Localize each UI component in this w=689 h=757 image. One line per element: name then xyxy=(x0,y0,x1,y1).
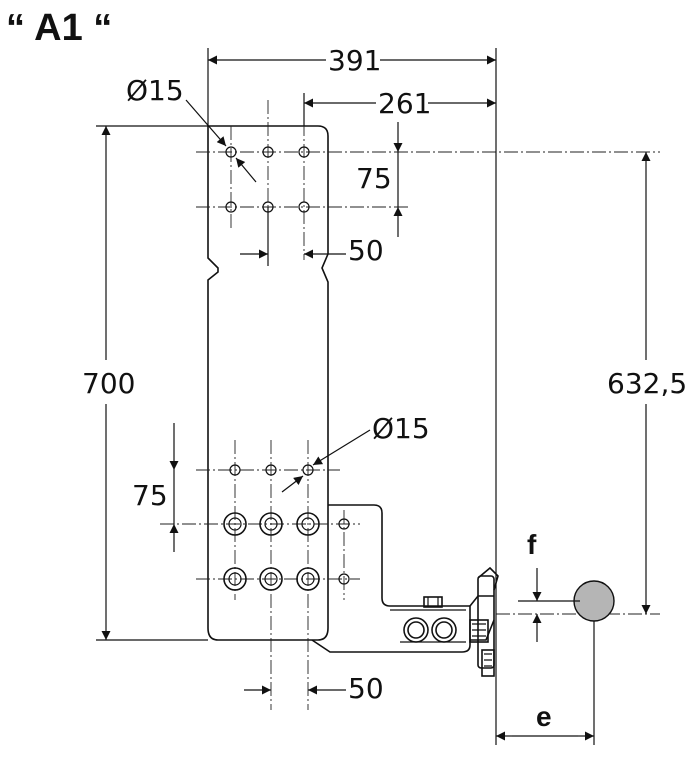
bracket-bolts xyxy=(403,617,457,643)
dim-horizontal-pitch-top: 50 xyxy=(240,207,384,267)
dim-overall-height-label: 700 xyxy=(82,367,135,400)
bracket-profile xyxy=(311,504,471,653)
clamp-fixture xyxy=(423,566,499,677)
dim-vertical-pitch-top: 75 xyxy=(356,122,403,237)
bracket-inner-line xyxy=(390,609,466,643)
dim-vertical-pitch-bottom: 75 xyxy=(132,423,179,552)
dim-overall-height: 700 xyxy=(82,125,208,641)
dim-centre-distance: 632,5 xyxy=(607,152,687,614)
dim-hole-diameter-top-label: Ø15 xyxy=(126,74,184,107)
dim-hole-diameter-bottom: Ø15 xyxy=(281,412,430,493)
dim-e: e xyxy=(496,701,594,741)
dim-vertical-pitch-top-label: 75 xyxy=(356,162,392,195)
dim-centre-distance-label: 632,5 xyxy=(607,367,687,400)
top-hole-group xyxy=(225,146,310,213)
dim-horizontal-pitch-bottom-label: 50 xyxy=(348,672,384,705)
dim-hole-offset: 261 xyxy=(303,87,496,126)
dim-hole-diameter-top: Ø15 xyxy=(126,74,257,183)
dim-overall-width: 391 xyxy=(207,44,496,126)
dim-vertical-pitch-bottom-label: 75 xyxy=(132,479,168,512)
dim-e-label: e xyxy=(536,701,552,732)
dim-horizontal-pitch-bottom: 50 xyxy=(244,672,384,705)
mounting-plate xyxy=(207,125,329,641)
dim-overall-width-label: 391 xyxy=(328,44,381,77)
dim-horizontal-pitch-top-label: 50 xyxy=(348,234,384,267)
dim-f-label: f xyxy=(527,529,537,560)
lower-hole-row xyxy=(229,464,350,585)
dim-f: f xyxy=(518,529,580,642)
drawing-title: “ A1 “ xyxy=(6,7,112,49)
dim-hole-diameter-bottom-label: Ø15 xyxy=(372,412,430,445)
dim-hole-offset-label: 261 xyxy=(378,87,431,120)
bolt-group xyxy=(223,512,320,591)
